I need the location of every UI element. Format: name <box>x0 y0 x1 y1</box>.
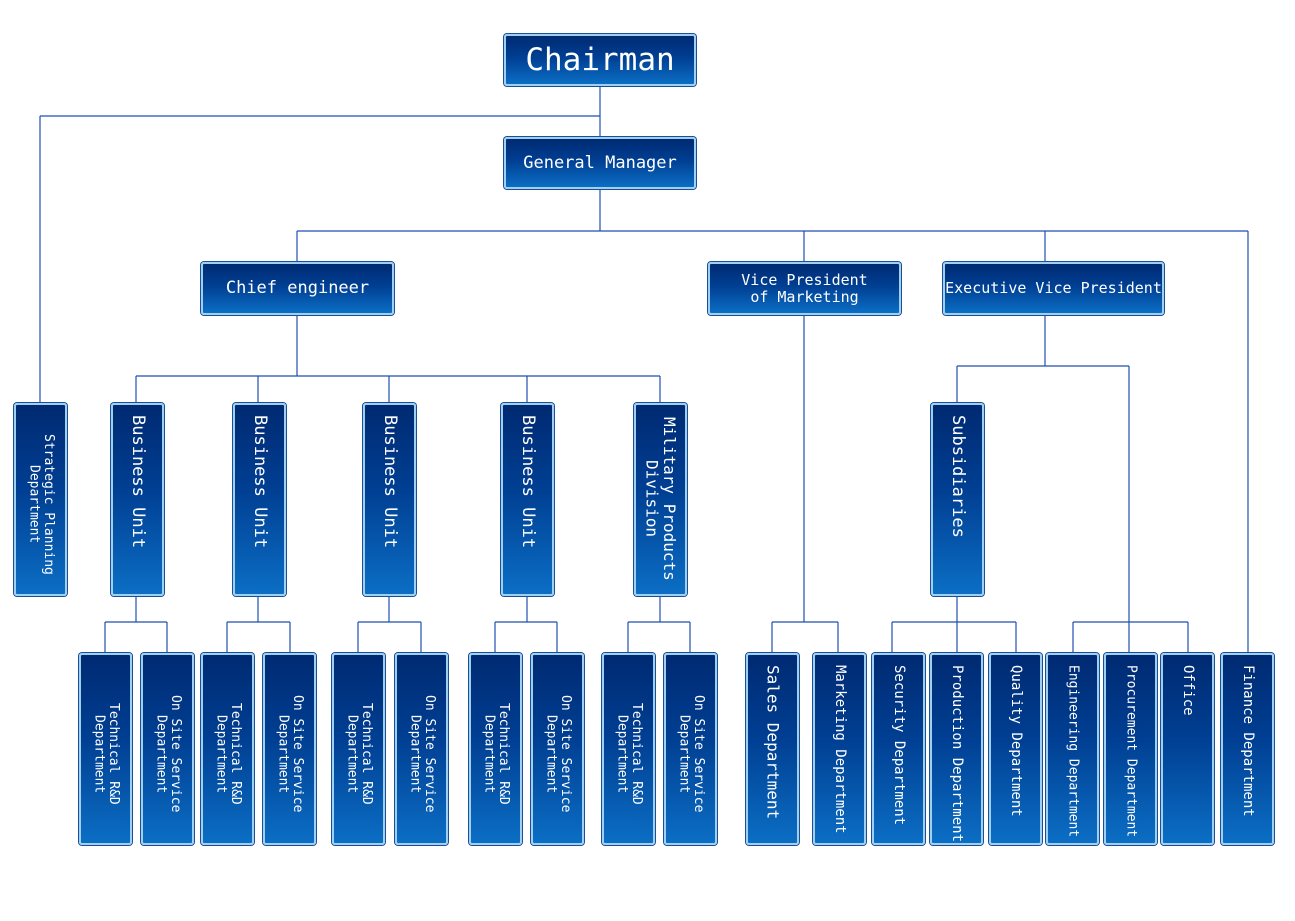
military-products-label: Military Products Division <box>642 417 680 581</box>
node-marketing: Marketing Department <box>813 653 866 845</box>
node-business-unit-2: Business Unit <box>233 403 286 596</box>
node-procurement: Procurement Department <box>1104 653 1157 845</box>
node-military-products: Military Products Division <box>634 403 687 596</box>
procurement-label: Procurement Department <box>1123 665 1139 838</box>
node-chief-engineer: Chief engineer <box>201 262 394 315</box>
business-unit-3-label: Business Unit <box>379 415 400 549</box>
node-bu3-technical: Technical R&D Department <box>332 653 385 845</box>
node-business-unit-3: Business Unit <box>363 403 416 596</box>
node-security: Security Department <box>872 653 925 845</box>
node-sales: Sales Department <box>746 653 799 845</box>
node-bu1-technical: Technical R&D Department <box>79 653 132 845</box>
security-label: Security Department <box>891 665 908 826</box>
bu4-onsite-label: On Site Service Department <box>543 695 573 813</box>
quality-label: Quality Department <box>1008 665 1025 817</box>
finance-label: Finance Department <box>1240 665 1257 817</box>
chairman-label: Chairman <box>525 41 675 78</box>
node-office: Office <box>1161 653 1214 845</box>
sales-label: Sales Department <box>763 665 783 820</box>
vp-marketing-label: Vice President of Marketing <box>741 271 868 306</box>
node-bu4-onsite: On Site Service Department <box>531 653 584 845</box>
office-label: Office <box>1180 665 1197 716</box>
node-subsidiaries: Subsidiaries <box>931 403 984 596</box>
chief-engineer-label: Chief engineer <box>225 278 370 299</box>
bu4-technical-label: Technical R&D Department <box>481 703 511 805</box>
bu1-technical-label: Technical R&D Department <box>91 703 121 805</box>
bu2-onsite-label: On Site Service Department <box>275 695 305 813</box>
node-engineering: Engineering Department <box>1046 653 1099 845</box>
engineering-label: Engineering Department <box>1065 665 1081 838</box>
node-bu3-onsite: On Site Service Department <box>395 653 448 845</box>
business-unit-2-label: Business Unit <box>249 415 270 549</box>
general-manager-label: General Manager <box>523 152 677 173</box>
exec-vp-label: Executive Vice President <box>945 279 1162 298</box>
bu1-onsite-label: On Site Service Department <box>153 695 183 813</box>
node-bu4-technical: Technical R&D Department <box>469 653 522 845</box>
node-mil-onsite: On Site Service Department <box>664 653 717 845</box>
node-bu2-technical: Technical R&D Department <box>201 653 254 845</box>
node-quality: Quality Department <box>989 653 1042 845</box>
subsidiaries-label: Subsidiaries <box>947 415 968 538</box>
node-production: Production Department <box>930 653 983 845</box>
bu3-onsite-label: On Site Service Department <box>407 695 437 813</box>
node-finance: Finance Department <box>1221 653 1274 845</box>
production-label: Production Department <box>949 665 966 843</box>
node-business-unit-4: Business Unit <box>501 403 554 596</box>
strategic-planning-label: Strategic Planning Department <box>26 434 56 575</box>
node-strategic-planning: Strategic Planning Department <box>14 403 67 596</box>
node-bu2-onsite: On Site Service Department <box>263 653 316 845</box>
node-mil-technical: Technical R&D Department <box>602 653 655 845</box>
node-chairman: Chairman <box>504 34 696 86</box>
bu3-technical-label: Technical R&D Department <box>344 703 374 805</box>
business-unit-4-label: Business Unit <box>517 415 538 549</box>
node-bu1-onsite: On Site Service Department <box>141 653 194 845</box>
marketing-label: Marketing Department <box>832 665 849 834</box>
node-vp-marketing: Vice President of Marketing <box>708 262 901 315</box>
mil-onsite-label: On Site Service Department <box>676 695 706 813</box>
business-unit-1-label: Business Unit <box>127 415 148 549</box>
node-exec-vp: Executive Vice President <box>943 262 1164 315</box>
node-business-unit-1: Business Unit <box>111 403 164 596</box>
node-general-manager: General Manager <box>504 137 696 189</box>
mil-technical-label: Technical R&D Department <box>614 703 644 805</box>
bu2-technical-label: Technical R&D Department <box>213 703 243 805</box>
